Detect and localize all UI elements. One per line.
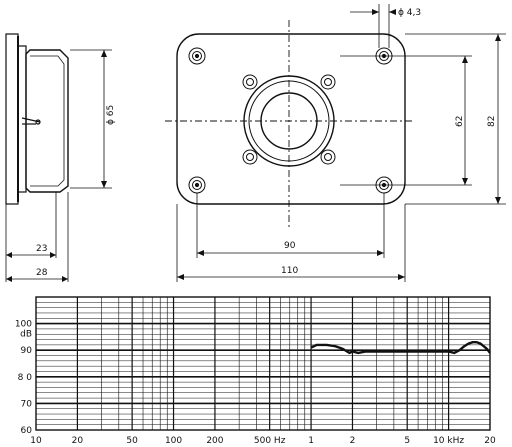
y-tick-label: 70 — [21, 399, 33, 409]
x-tick-label: 200 — [206, 436, 223, 446]
side-view — [5, 33, 112, 282]
dim-front-width: 110 — [281, 266, 298, 276]
chart-labels: 10 20 50 100 200 500 Hz 1 2 5 10 kHz 20 60 70 8 0 90 10… — [15, 320, 496, 446]
dim-front-height: 82 — [487, 116, 497, 127]
chart-curve — [310, 341, 491, 355]
front-view — [165, 4, 506, 282]
dimension-arrows — [177, 9, 501, 280]
flange-screws — [242, 74, 336, 165]
dim-front-inner-height: 62 — [455, 116, 465, 127]
x-tick-label: 5 — [404, 436, 410, 446]
response-curve — [310, 341, 491, 355]
dim-mount-hole: ϕ 4,3 — [398, 8, 421, 18]
y-tick-label: 8 0 — [18, 373, 33, 383]
x-tick-label: 20 — [484, 436, 496, 446]
x-tick-label: 50 — [126, 436, 138, 446]
x-tick-label: 10 kHz — [433, 436, 464, 446]
x-tick-label: 10 — [30, 436, 42, 446]
x-tick-label: 20 — [72, 436, 84, 446]
dim-side-depth-inner: 23 — [36, 244, 47, 254]
x-tick-label: 100 — [165, 436, 182, 446]
mount-holes — [188, 47, 393, 194]
y-axis-unit: dB — [20, 330, 32, 340]
x-tick-label: 2 — [350, 436, 356, 446]
dim-hole-spacing: 90 — [284, 241, 296, 251]
dim-side-depth-outer: 28 — [36, 268, 48, 278]
x-tick-label: 500 Hz — [254, 436, 286, 446]
chart-grid — [35, 296, 491, 431]
chart-frame — [35, 296, 491, 431]
tweeter-drawing: 23 28 ϕ 65 — [5, 4, 506, 282]
y-tick-label: 100 — [15, 320, 32, 330]
frequency-response-chart: 10 20 50 100 200 500 Hz 1 2 5 10 kHz 20 60 70 8 0 90 10… — [15, 296, 496, 446]
y-tick-label: 90 — [21, 346, 33, 356]
dim-cone-diameter: ϕ 65 — [106, 105, 116, 125]
x-tick-label: 1 — [308, 436, 314, 446]
y-tick-label: 60 — [21, 426, 33, 436]
